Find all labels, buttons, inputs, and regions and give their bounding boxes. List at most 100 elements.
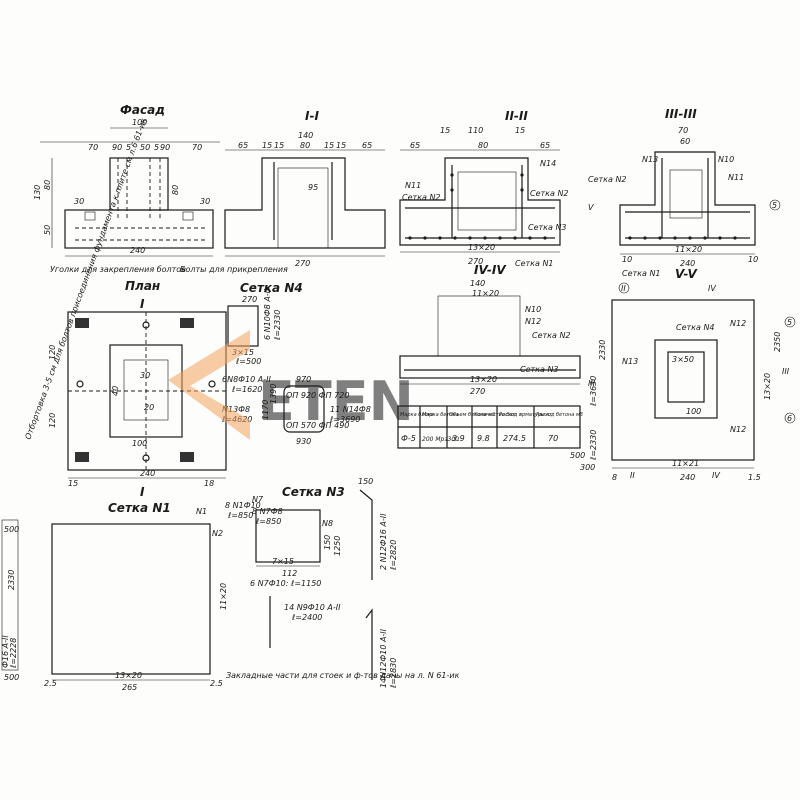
section-5-view: V-V II IV 3×50 100 N12 N13 Сетка N4 N12 …	[570, 267, 796, 482]
table-cell-5: 274.5	[503, 434, 526, 443]
grid3-spacing: 7×15	[272, 557, 294, 566]
facade-title: Фасад	[120, 103, 165, 117]
sec3-socket	[669, 169, 703, 219]
facade-note-angles: Уголки для закрепления болтов	[50, 265, 186, 274]
plan-dim-120a: 120	[48, 345, 57, 360]
grid4-n14: 11 N14Ф8	[330, 405, 371, 414]
grid3-label-n9: 14 N9Ф10 A-II	[284, 603, 341, 612]
sec2-label-grid2-left: Сетка N2	[402, 193, 441, 202]
sec5-mark-ii: II	[621, 284, 626, 293]
section-2-view: II-II 110 15 15 65 80 65 N14 N11 Сетка N…	[399, 109, 569, 268]
sec2-outline	[399, 157, 561, 246]
table-header-6: Расход бетона м3	[536, 412, 583, 418]
sec5-dim-3x50: 3×50	[672, 355, 694, 364]
facade-dim-90b: 90	[160, 143, 170, 152]
sec4-dim-270: 270	[470, 387, 485, 396]
sec1-dim-140: 140	[298, 131, 313, 140]
section-4-title: IV-IV	[474, 263, 507, 277]
sec2-rebar-dots	[408, 173, 547, 240]
sec5-mark-5: 5	[787, 318, 792, 327]
section-5-title: V-V	[675, 267, 699, 281]
watermark-logo-mark	[168, 330, 250, 440]
sec3-mark-5: 5	[772, 201, 777, 210]
sec2-dim-110: 110	[468, 126, 483, 135]
plan-dim-18: 18	[204, 479, 214, 488]
sec4-spacing: 13×20	[470, 375, 497, 384]
sec2-label-grid1: Сетка N1	[515, 259, 554, 268]
grid-3-detail: Сетка N3 N7 8 N7Ф8 ℓ=850 N8 150 1250 7×1…	[226, 477, 460, 689]
facade-dim-50: 50	[43, 225, 52, 235]
sec2-label-grid2-right: Сетка N2	[530, 189, 569, 198]
facade-view: Фасад 100 70 90 5 50 5 90 70 130 80 50 3…	[33, 103, 288, 274]
facade-dim-80: 80	[43, 180, 52, 190]
sec4-label-grid2: Сетка N2	[532, 331, 571, 340]
section-1-title: I-I	[305, 109, 319, 123]
grid4-right-len: ℓ=2330	[273, 310, 282, 341]
grid3-note-6n7: 6 N7Ф10: ℓ=1150	[250, 579, 321, 588]
grid3-mesh	[255, 509, 321, 563]
sec1-dim-15d: 15	[336, 141, 346, 150]
grid-1-detail: Сетка N1 N1 8 N1Ф10 ℓ=850 N2 500 2330 Ф1…	[1, 501, 261, 692]
grid3-right-note-1: 2 N12Ф16 A-II	[379, 513, 388, 570]
grid1-dim-265: 265	[122, 683, 137, 692]
grid1-spacing-h: 13×20	[115, 671, 142, 680]
sec2-dim-65r: 65	[540, 141, 550, 150]
sec5-spacing-h: 11×21	[672, 459, 699, 468]
sec5-mark-iv: IV	[708, 284, 716, 293]
sec3-rebar-dots	[628, 236, 737, 240]
sec5-label-n13: N13	[622, 357, 638, 366]
sec1-dim-270: 270	[295, 259, 310, 268]
sec4-dim-140: 140	[470, 279, 485, 288]
sec3-label-n13: N13	[642, 155, 658, 164]
grid4-len-500: ℓ=500	[235, 357, 261, 366]
facade-dim-70-right: 70	[192, 143, 202, 152]
table-header-1: Марка блока	[400, 412, 434, 418]
facade-slab	[64, 209, 214, 249]
sec5-pedestal	[654, 339, 718, 419]
sec5-dim-2350: 2350	[773, 332, 782, 352]
sec4-slab	[399, 355, 581, 379]
plan-cut-mark-bottom: I	[140, 485, 145, 499]
grid1-note-2: ℓ=850	[227, 511, 253, 520]
sec2-dim-15r: 15	[515, 126, 525, 135]
grid4-dim-930: 930	[296, 437, 311, 446]
facade-dim-130: 130	[33, 185, 42, 200]
facade-angle-left	[84, 211, 96, 221]
sec3-dim-240: 240	[680, 259, 695, 268]
grid-4-title: Сетка N4	[240, 281, 303, 295]
sec3-dim-10r: 10	[748, 255, 758, 264]
grid4-frame-bottom: ОП 570 ФП 490	[286, 421, 349, 430]
sec5-dim-2330: 2330	[598, 340, 607, 360]
facade-dim-5: 5	[126, 143, 131, 152]
plan-dim-15: 15	[68, 479, 78, 488]
sec4-label-n12: N12	[525, 317, 541, 326]
facade-dim-30-right: 30	[200, 197, 210, 206]
sec4-label-grid3: Сетка N3	[520, 365, 559, 374]
sec2-socket	[457, 171, 517, 231]
grid4-frame-top: ОП 920 ФП 720	[286, 391, 349, 400]
sec1-socket	[277, 167, 329, 249]
watermark: ETEN	[168, 330, 414, 440]
sec5-mark-iii-right: III	[782, 367, 790, 376]
grid-1-title: Сетка N1	[108, 501, 171, 515]
grid3-label-n8: N8	[322, 519, 333, 528]
table-header-2: Марка бетона	[422, 412, 459, 418]
plan-title: План	[125, 279, 160, 293]
grid3-label-n7: N7	[252, 495, 264, 504]
facade-dim-100: 100	[132, 118, 147, 127]
sec5-len-2330: ℓ=2330	[589, 430, 598, 461]
spec-table: Марка блока Марка бетона Объем бетона м3…	[397, 405, 583, 449]
grid1-left-len: ℓ=2228	[9, 638, 18, 669]
watermark-text: ETEN	[258, 370, 414, 433]
sec5-dim-300: 300	[580, 463, 595, 472]
sec1-dim-15a: 15	[262, 141, 272, 150]
table-header-3: Объем бетона м3	[449, 412, 495, 418]
sec2-label-n11: N11	[405, 181, 421, 190]
sec2-dim-80: 80	[478, 141, 488, 150]
plan-dim-240: 240	[140, 469, 155, 478]
sec5-mark-iv-bottom: IV	[712, 471, 720, 480]
section-2-title: II-II	[505, 109, 528, 123]
section-3-view: III-III 70 60 Сетка N2 N10 N13 N11 5 V 1…	[588, 107, 781, 278]
sec3-label-n11: N11	[728, 173, 744, 182]
sec3-label-n10: N10	[718, 155, 734, 164]
